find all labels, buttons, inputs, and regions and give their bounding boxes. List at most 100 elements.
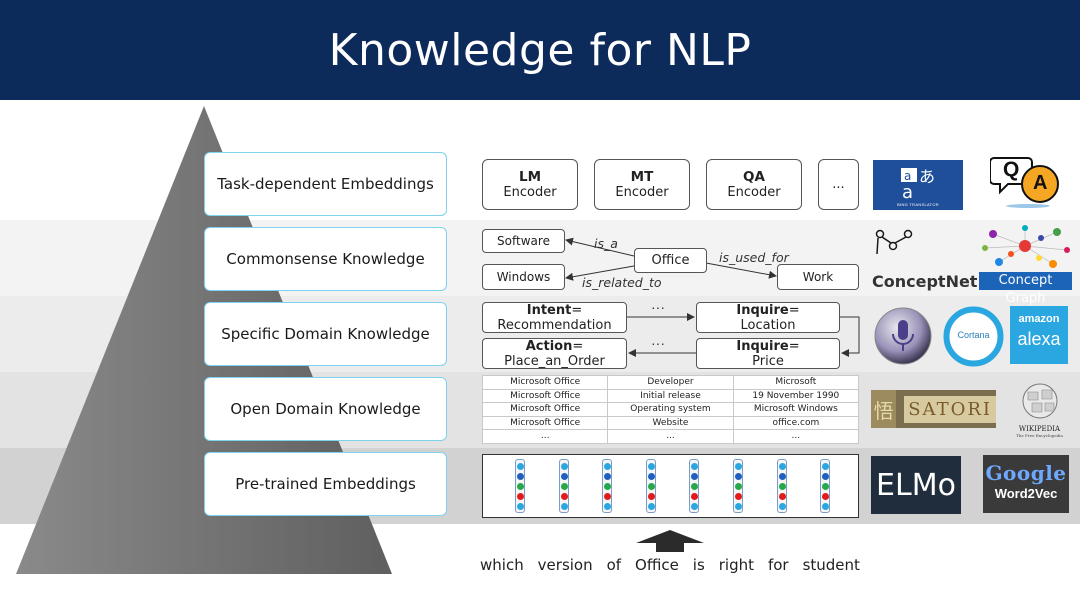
embedding-dot xyxy=(822,503,830,510)
embedding-dot xyxy=(647,493,655,500)
equals-sign: = xyxy=(788,302,800,318)
qa-bubble-logo: Q A xyxy=(990,154,1062,208)
embedding-dot xyxy=(822,473,830,480)
inquire-value: Price xyxy=(752,353,784,369)
embedding-dot xyxy=(822,493,830,500)
table-cell: Website xyxy=(607,415,734,430)
embedding-dot xyxy=(604,503,612,510)
embedding-dot xyxy=(735,473,742,480)
layer-task-dependent-embeddings: Task-dependent Embeddings xyxy=(204,152,447,216)
flow-ellipsis-bottom: ··· xyxy=(651,335,665,351)
inquire-value: Location xyxy=(740,317,796,333)
table-cell: Microsoft Windows xyxy=(732,402,860,417)
encoder-name: MT xyxy=(630,168,654,185)
encoder-sub: Encoder xyxy=(503,184,557,200)
action-value: Place_an_Order xyxy=(504,353,605,369)
table-cell: Developer xyxy=(607,375,734,390)
relation-is-a: is_a xyxy=(594,236,618,251)
equals-sign: = xyxy=(572,338,584,354)
satori-glyph: 悟 xyxy=(871,390,897,428)
node-windows: Windows xyxy=(482,264,565,290)
encoder-name: QA xyxy=(743,168,765,185)
word2vec-text: Word2Vec xyxy=(994,486,1058,501)
intent-box: Intent= Recommendation xyxy=(482,302,627,333)
more-encoders: ... xyxy=(818,159,859,210)
embedding-dot xyxy=(604,483,612,490)
relation-is-related-to: is_related_to xyxy=(582,275,662,290)
table-cell: Microsoft Office xyxy=(481,375,609,390)
wikipedia-sub: The Free Encyclopedia xyxy=(1016,433,1063,438)
embedding-vector xyxy=(515,459,525,513)
qa-badge-q: Q xyxy=(1003,158,1020,181)
embedding-dot xyxy=(778,493,786,500)
table-row: Microsoft Office Initial release 19 Nove… xyxy=(481,388,860,403)
concept-graph-cloud-icon xyxy=(982,225,1070,268)
embedding-dot xyxy=(560,493,568,500)
layer-specific-domain-knowledge: Specific Domain Knowledge xyxy=(204,302,447,366)
table-cell: Microsoft Office xyxy=(481,388,609,403)
embedding-dot xyxy=(517,463,524,470)
cortana-logo: Cortana xyxy=(943,306,1004,367)
embedding-panel xyxy=(482,454,859,518)
qa-badge-a: A xyxy=(1033,172,1048,194)
embedding-dot xyxy=(604,463,612,470)
svg-text:a: a xyxy=(902,182,913,200)
amazon-text: amazon xyxy=(1018,313,1060,325)
embedding-dot xyxy=(691,483,699,490)
page-title: Knowledge for NLP xyxy=(328,24,752,76)
conceptnet-logo: ConceptNet xyxy=(869,226,977,292)
embedding-dot xyxy=(691,503,699,510)
svg-text:a: a xyxy=(904,169,911,183)
wikipedia-globe-icon xyxy=(1022,383,1057,419)
embedding-dot xyxy=(778,483,786,490)
layer-commonsense-knowledge: Commonsense Knowledge xyxy=(204,227,447,291)
google-text: Google xyxy=(985,461,1067,485)
layer-pretrained-embeddings: Pre-trained Embeddings xyxy=(204,452,447,516)
caption-word: is xyxy=(692,556,705,574)
elmo-text: ELMo xyxy=(876,467,956,503)
mt-encoder: MT Encoder xyxy=(594,159,690,210)
inquire-key: Inquire xyxy=(736,338,789,354)
caption-word: student xyxy=(802,556,860,574)
embedding-dot xyxy=(560,503,568,510)
table-cell: ... xyxy=(481,429,609,444)
wikipedia-text: WIKIPEDIA xyxy=(1018,425,1061,433)
table-cell: office.com xyxy=(732,415,860,430)
wikipedia-logo: WIKIPEDIA The Free Encyclopedia xyxy=(1012,382,1067,442)
table-cell: Initial release xyxy=(607,388,734,403)
bing-translator-logo: a あ a BING TRANSLATOR xyxy=(873,160,963,210)
embedding-dot xyxy=(735,483,742,490)
caption-word: Office xyxy=(635,556,679,574)
embedding-dot xyxy=(604,493,612,500)
embedding-dot xyxy=(691,493,699,500)
table-cell: ... xyxy=(607,429,734,444)
inquire-location-box: Inquire= Location xyxy=(696,302,840,333)
embedding-dot xyxy=(560,483,568,490)
satori-logo: 悟 SATORI xyxy=(871,390,996,428)
node-work: Work xyxy=(777,264,859,290)
microphone-icon xyxy=(874,307,932,365)
equals-sign: = xyxy=(788,338,800,354)
embedding-dot xyxy=(647,503,655,510)
intent-value: Recommendation xyxy=(497,317,612,333)
embedding-dot xyxy=(560,463,568,470)
embedding-dot xyxy=(517,483,524,490)
qa-bubbles-icon xyxy=(990,157,1059,208)
embedding-dot xyxy=(604,473,612,480)
table-row: ... ... ... xyxy=(481,429,860,444)
embedding-dot xyxy=(691,463,699,470)
encoder-sub: Encoder xyxy=(615,184,669,200)
cortana-text: Cortana xyxy=(957,330,990,340)
knowledge-table: Microsoft Office Developer Microsoft Mic… xyxy=(481,375,860,444)
table-cell: Operating system xyxy=(607,402,734,417)
embedding-dot xyxy=(517,503,524,510)
conceptnet-text: ConceptNet xyxy=(872,272,978,291)
relation-is-used-for: is_used_for xyxy=(719,250,789,265)
conceptnet-graph-icon xyxy=(875,229,913,255)
embedding-dot xyxy=(735,493,742,500)
elmo-logo: ELMo xyxy=(871,456,961,514)
svg-text:あ: あ xyxy=(919,167,935,186)
caption-word: of xyxy=(606,556,622,574)
embedding-dot xyxy=(517,473,524,480)
concept-graph-label: Concept Graph xyxy=(979,272,1072,306)
